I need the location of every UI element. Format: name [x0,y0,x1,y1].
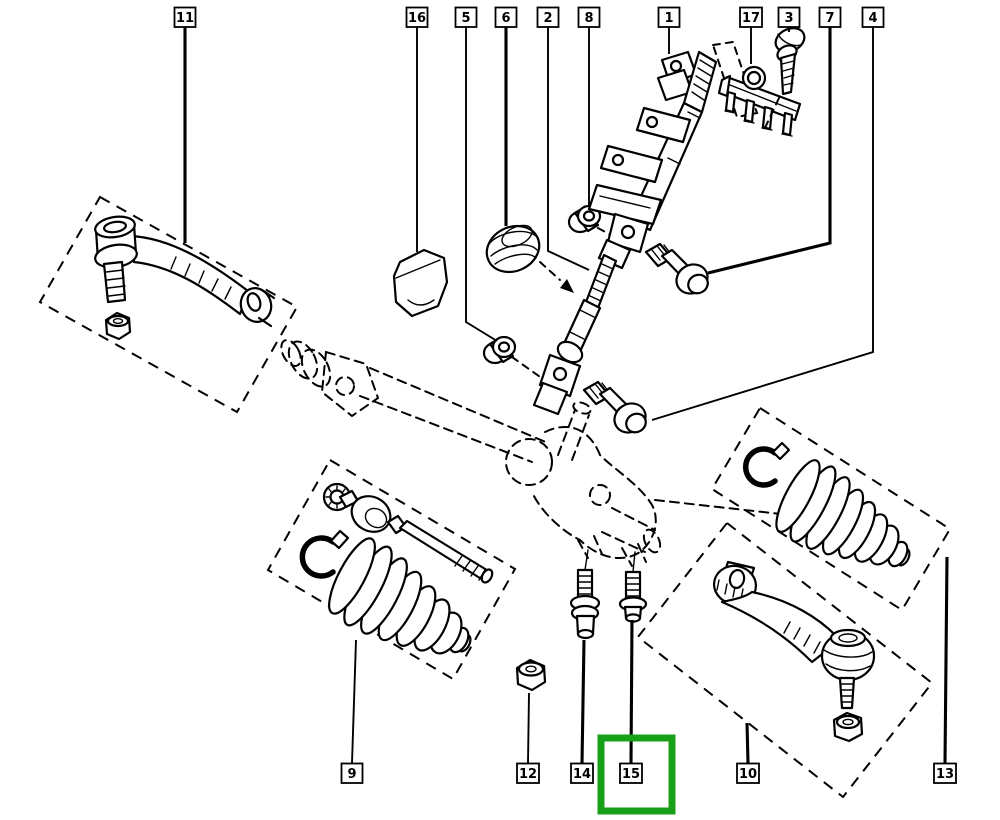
callout-4[interactable]: 4 [861,6,885,28]
callout-2[interactable]: 2 [536,6,560,28]
callout-7-label[interactable]: 7 [825,11,834,26]
callout-3[interactable]: 3 [777,6,801,28]
callout-8-label[interactable]: 8 [584,11,593,26]
part-drawing-clip [741,65,767,91]
part-drawing-tie-rod-end-right [712,560,876,743]
leader-2 [547,27,590,271]
callout-15[interactable]: 15 [619,762,643,784]
callout-12[interactable]: 12 [516,762,540,784]
part-drawing-nut-12 [515,658,547,692]
callout-12-label[interactable]: 12 [519,767,537,782]
callout-13-label[interactable]: 13 [936,767,954,782]
callout-14[interactable]: 14 [570,762,594,784]
callout-16[interactable]: 16 [405,6,429,28]
dashed-box-part-9 [266,458,517,681]
callout-5-label[interactable]: 5 [461,11,470,26]
callout-6-label[interactable]: 6 [501,11,510,26]
callout-11[interactable]: 11 [173,6,197,28]
callout-3-label[interactable]: 3 [784,11,793,26]
part-drawing-steering-column [587,50,718,270]
callout-5[interactable]: 5 [454,6,478,28]
part-drawing-bolt-3 [763,27,806,131]
part-drawing-lock-washer [322,482,352,512]
callout-11-label[interactable]: 11 [176,11,194,26]
highlight-box-selected-callout [597,734,676,815]
pointer-bolt-3 [763,97,780,131]
pointer-dome-to-shaft [539,261,561,281]
phantom-steering-rack-outline [280,339,791,567]
callout-16-label[interactable]: 16 [408,11,426,26]
part-drawing-boot-clip-right [743,441,791,488]
phantom-bracket-position [711,40,759,119]
part-drawing-tie-rod-end-left [94,215,276,341]
leader-12 [527,692,530,764]
leader-5 [465,27,498,342]
callout-1[interactable]: 1 [657,6,681,28]
callout-4-label[interactable]: 4 [868,11,877,26]
part-drawing-mount-bracket [711,40,802,137]
leader-10 [745,722,750,764]
callout-10[interactable]: 10 [736,762,760,784]
callout-10-label[interactable]: 10 [739,767,757,782]
part-drawing-pinch-bolt-upper [644,242,709,295]
callout-1-label[interactable]: 1 [664,11,673,26]
part-drawing-bellows-boot-right [775,459,911,568]
leader-14 [580,639,586,764]
leader-9 [351,639,357,764]
callout-15-label[interactable]: 15 [622,767,640,782]
part-drawing-intermediate-shaft [532,253,618,416]
callout-13[interactable]: 13 [933,762,957,784]
part-drawing-bushing-lower [482,335,544,380]
part-drawing-boot-clip-left [299,529,350,579]
callout-9[interactable]: 9 [340,762,364,784]
pointer-bushing-lower [511,356,544,380]
part-drawing-bolt-15 [618,551,648,623]
leader-13 [943,556,949,764]
leader-4 [651,27,874,421]
callout-14-label[interactable]: 14 [573,767,591,782]
dashed-box-part-11 [38,195,299,414]
leader-lines [183,27,949,764]
callout-17[interactable]: 17 [739,6,763,28]
pointer-bushing-upper [597,227,637,250]
callout-7[interactable]: 7 [818,6,842,28]
callout-6[interactable]: 6 [494,6,518,28]
callout-9-label[interactable]: 9 [347,767,356,782]
callout-8[interactable]: 8 [577,6,601,28]
part-drawing-rubber-damper [392,248,449,318]
callout-17-label[interactable]: 17 [742,11,760,26]
leader-7 [707,27,832,275]
part-drawing-bolt-14 [569,549,601,640]
part-drawing-bellows-boot-left [328,537,472,655]
arrowhead [560,279,574,293]
part-drawing-dome-grommet [485,224,541,274]
leader-15 [629,619,634,764]
dashed-box-part-13 [710,406,952,612]
dashed-box-part-10 [636,521,934,799]
part-drawing-inner-tie-rod [338,489,494,584]
callout-2-label[interactable]: 2 [543,11,552,26]
part-drawing-pinch-bolt-lower [582,380,647,434]
